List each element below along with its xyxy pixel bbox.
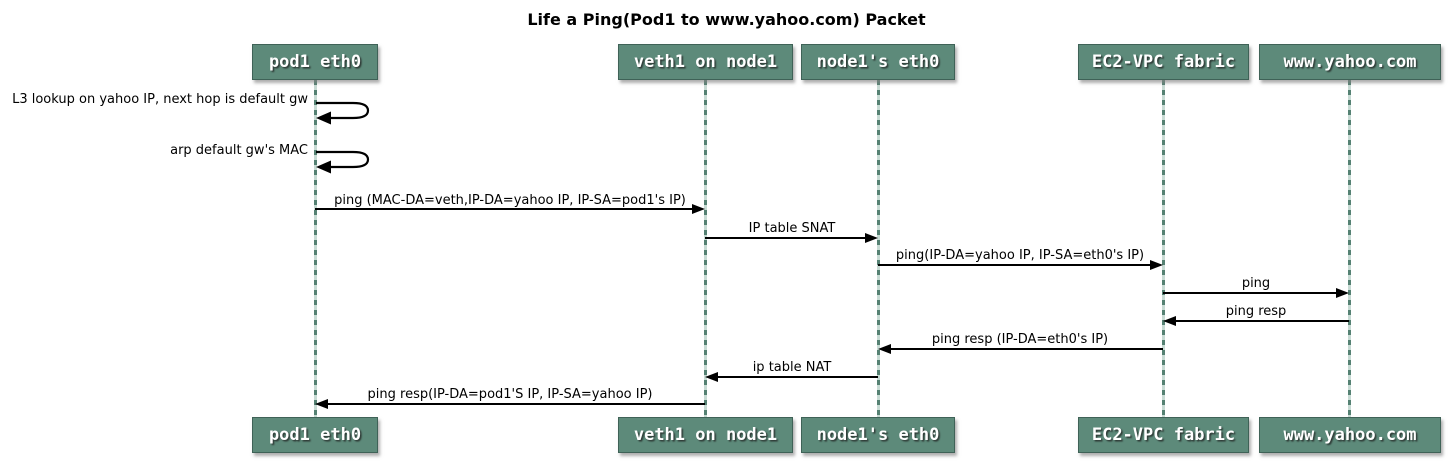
message-arrow-line <box>315 208 692 210</box>
arrowhead-left-icon <box>315 399 328 409</box>
message-label-ping-resp-pod1: ping resp(IP-DA=pod1'S IP, IP-SA=yahoo I… <box>367 387 653 402</box>
lifeline-pod1-eth0 <box>313 80 317 417</box>
lifeline-ec2-vpc-fabric <box>1161 80 1165 417</box>
participant-node1s-eth0-top: node1's eth0 <box>801 44 955 80</box>
message-label-ping: ping <box>1241 276 1271 291</box>
participant-www-yahoo-com-bottom: www.yahoo.com <box>1259 417 1441 453</box>
self-message-label-l3-lookup: L3 lookup on yahoo IP, next hop is defau… <box>12 92 308 107</box>
diagram-title: Life a Ping(Pod1 to www.yahoo.com) Packe… <box>527 10 926 29</box>
participant-pod1-eth0-bottom: pod1 eth0 <box>252 417 378 453</box>
message-label-ping-resp-eth0: ping resp (IP-DA=eth0's IP) <box>931 332 1109 347</box>
message-arrow-line <box>705 237 865 239</box>
self-message-label-arp: arp default gw's MAC <box>170 143 308 158</box>
self-message-arrow <box>316 101 370 125</box>
lifeline-veth1-on-node1 <box>703 80 707 417</box>
message-label-ip-table-snat: IP table SNAT <box>748 221 836 236</box>
participant-www-yahoo-com-top: www.yahoo.com <box>1259 44 1441 80</box>
message-arrow-line <box>718 376 878 378</box>
participant-node1s-eth0-bottom: node1's eth0 <box>801 417 955 453</box>
message-arrow-line <box>1163 292 1336 294</box>
message-arrow-line <box>891 348 1163 350</box>
self-message-arrow <box>316 150 370 174</box>
arrowhead-right-icon <box>692 204 705 214</box>
message-label-ping-resp: ping resp <box>1225 304 1287 319</box>
participant-ec2-vpc-fabric-top: EC2-VPC fabric <box>1078 44 1249 80</box>
arrowhead-right-icon <box>1150 260 1163 270</box>
message-label-ping-to-veth: ping (MAC-DA=veth,IP-DA=yahoo IP, IP-SA=… <box>334 193 686 208</box>
message-arrow-line <box>1176 320 1349 322</box>
participant-ec2-vpc-fabric-bottom: EC2-VPC fabric <box>1078 417 1249 453</box>
lifeline-www-yahoo-com <box>1347 80 1351 417</box>
arrowhead-left-icon <box>705 372 718 382</box>
participant-veth1-on-node1-top: veth1 on node1 <box>618 44 793 80</box>
participant-pod1-eth0-top: pod1 eth0 <box>252 44 378 80</box>
arrowhead-left-icon <box>1163 316 1176 326</box>
message-label-ip-table-nat: ip table NAT <box>752 360 832 375</box>
arrowhead-right-icon <box>1336 288 1349 298</box>
message-arrow-line <box>328 403 705 405</box>
arrowhead-right-icon <box>865 233 878 243</box>
message-label-ping-snat: ping(IP-DA=yahoo IP, IP-SA=eth0's IP) <box>895 248 1145 263</box>
message-arrow-line <box>878 264 1150 266</box>
participant-veth1-on-node1-bottom: veth1 on node1 <box>618 417 793 453</box>
lifeline-node1s-eth0 <box>876 80 880 417</box>
arrowhead-left-icon <box>878 344 891 354</box>
arrowhead-icon <box>316 111 331 125</box>
arrowhead-icon <box>316 160 331 174</box>
